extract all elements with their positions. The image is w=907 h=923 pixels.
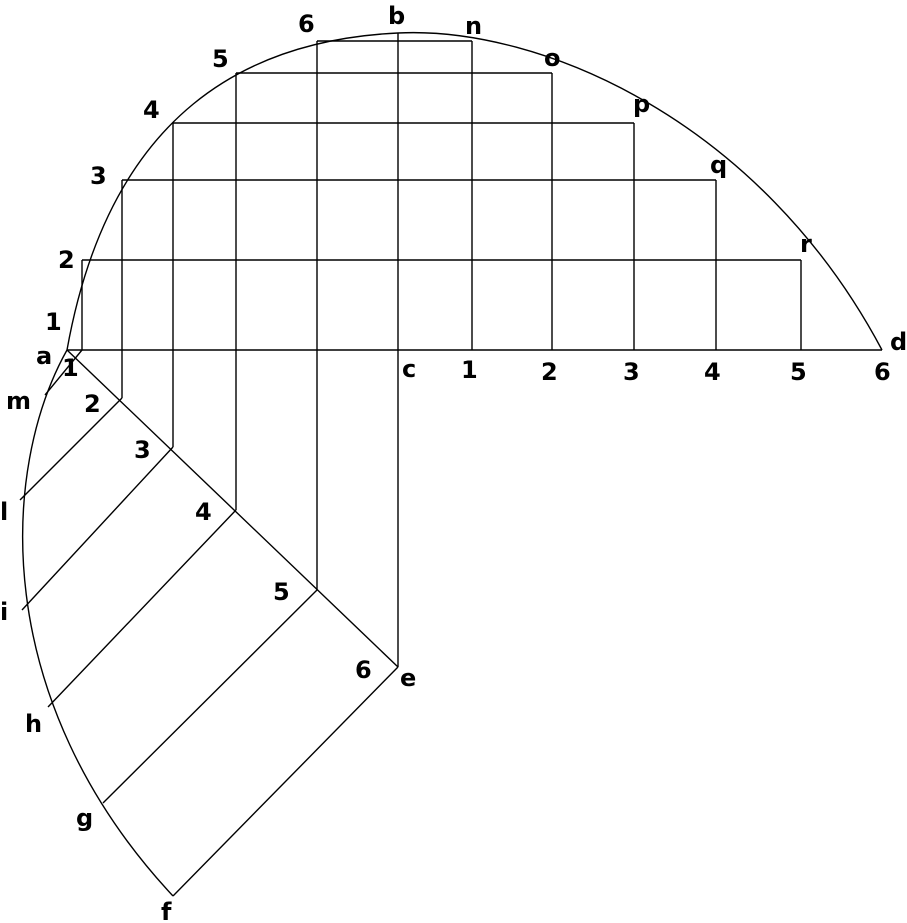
- label-top-4: 4: [143, 96, 160, 124]
- label-top-3: 3: [90, 162, 107, 190]
- par-line-4-h: [47, 509, 237, 708]
- label-axis-2: 2: [541, 358, 558, 386]
- label-f: f: [161, 898, 172, 923]
- label-c: c: [402, 355, 416, 383]
- label-e: e: [400, 664, 416, 692]
- label-diag-3: 3: [134, 436, 151, 464]
- lower-curve: [22, 349, 174, 897]
- label-diag-2: 2: [84, 390, 101, 418]
- label-top-5: 5: [212, 45, 229, 73]
- par-line-5-g: [102, 589, 318, 804]
- par-line-3-i: [21, 446, 174, 611]
- label-axis-5: 5: [790, 358, 807, 386]
- line-e-f: [172, 666, 399, 897]
- label-axis-6: 6: [874, 358, 891, 386]
- label-n: n: [465, 12, 482, 40]
- label-diag-4: 4: [195, 498, 212, 526]
- diagonal-axis-ae: [66, 349, 399, 668]
- label-a: a: [36, 342, 52, 370]
- label-top-1: 1: [45, 308, 62, 336]
- label-d: d: [890, 328, 907, 356]
- label-diag-5: 5: [273, 578, 290, 606]
- upper-curve: [66, 31, 883, 351]
- par-line-1-m: [44, 349, 83, 396]
- label-g: g: [76, 804, 93, 832]
- label-l: l: [0, 498, 8, 526]
- label-axis-3: 3: [623, 358, 640, 386]
- label-top-2: 2: [58, 246, 75, 274]
- label-r: r: [800, 230, 812, 258]
- label-top-6: 6: [298, 10, 315, 38]
- label-o: o: [544, 44, 561, 72]
- label-axis-1: 1: [461, 356, 478, 384]
- par-line-2-l: [19, 397, 123, 501]
- label-p: p: [633, 90, 650, 118]
- label-b: b: [388, 2, 405, 30]
- label-m: m: [6, 387, 31, 415]
- label-i: i: [0, 598, 8, 626]
- label-diag-6: 6: [355, 656, 372, 684]
- label-diag-1: 1: [62, 354, 79, 382]
- label-axis-4: 4: [704, 358, 721, 386]
- label-q: q: [710, 151, 727, 179]
- label-h: h: [25, 710, 42, 738]
